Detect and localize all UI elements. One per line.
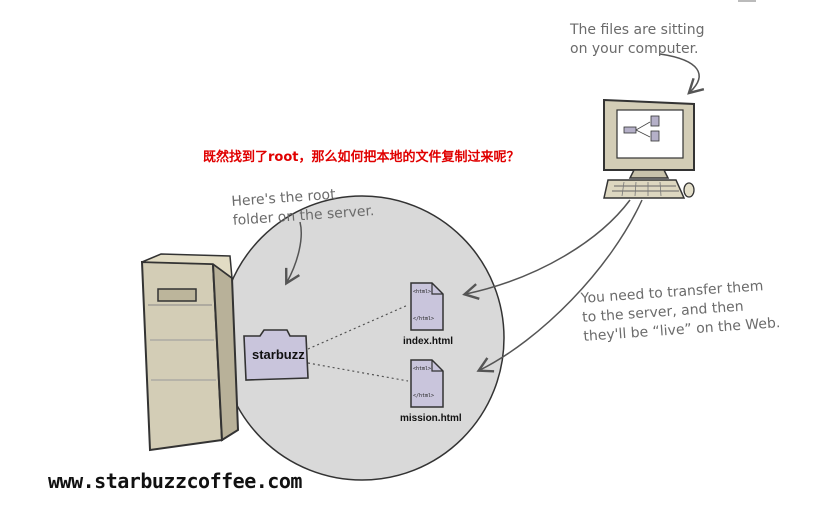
question-text: 既然找到了root，那么如何把本地的文件复制过来呢？ (203, 150, 520, 165)
mission-tag-close: </html> (413, 393, 435, 399)
mission-tag-open: <html> (413, 366, 432, 372)
index-tag-close: </html> (413, 316, 435, 322)
transfer-arrow-index (462, 199, 631, 300)
files-note: The files are sitting on your computer. (570, 22, 705, 57)
index-file-label: index.html (403, 336, 454, 347)
index-file-icon (410, 282, 444, 331)
mission-file-icon (410, 359, 444, 408)
files-note-arrow (659, 53, 705, 95)
index-tag-open: <html> (413, 289, 432, 295)
starbuzz-folder-icon (243, 329, 309, 381)
server-tower-icon (140, 253, 240, 452)
folder-label: starbuzz (252, 347, 305, 362)
website-url: www.starbuzzcoffee.com (48, 469, 302, 493)
folder-mission-connector (307, 362, 409, 382)
root-note-arrow (285, 221, 302, 286)
computer-icon (603, 98, 695, 199)
transfer-arrow-mission (476, 199, 643, 373)
mission-file-label: mission.html (400, 413, 462, 424)
top-edge-mark (738, 0, 756, 2)
folder-index-connector (307, 304, 409, 350)
